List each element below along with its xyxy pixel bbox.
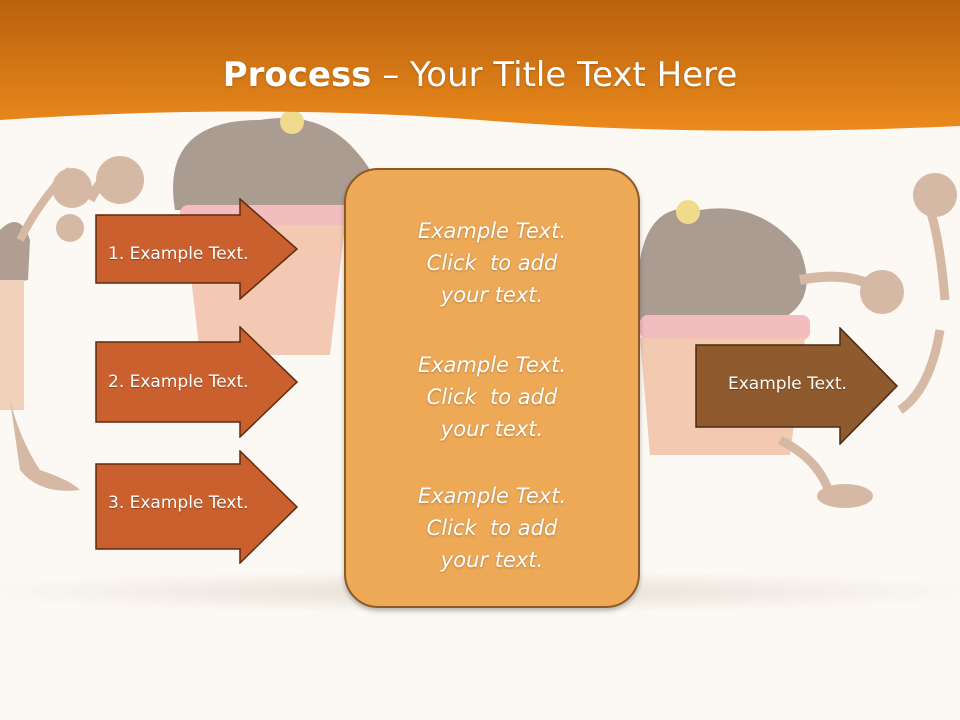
block-2-line-3: your text. [440,417,544,441]
block-2-line-1: Example Text. [417,353,567,377]
process-arrow-3-label: 3. Example Text. [108,493,249,513]
center-text-block-3: Example Text. Click to add your text. [346,480,638,576]
slide-title[interactable]: Process – Your Title Text Here [0,54,960,96]
process-arrow-3[interactable]: 3. Example Text. [95,450,299,564]
output-arrow-shape [695,327,899,445]
arrow-shape-2 [95,326,299,438]
output-arrow[interactable]: Example Text. [695,327,899,445]
center-text-block-2: Example Text. Click to add your text. [346,349,638,445]
block-1-line-1: Example Text. [417,219,567,243]
block-3-line-2: Click to add [426,516,558,540]
arrow-shape-1 [95,198,299,300]
center-text-box[interactable]: Example Text. Click to add your text. Ex… [344,168,640,608]
arrow-shape-3 [95,450,299,564]
process-arrow-1-label: 1. Example Text. [108,244,249,264]
process-arrow-2-label: 2. Example Text. [108,372,249,392]
cupcake-left [0,167,92,491]
center-text-block-1: Example Text. Click to add your text. [346,215,638,311]
process-arrow-2[interactable]: 2. Example Text. [95,326,299,438]
block-3-line-3: your text. [440,548,544,572]
block-1-line-3: your text. [440,283,544,307]
output-arrow-label: Example Text. [728,374,847,394]
block-1-line-2: Click to add [426,251,558,275]
slide-title-rest: – Your Title Text Here [371,55,738,95]
block-2-line-2: Click to add [426,385,558,409]
process-arrow-1[interactable]: 1. Example Text. [95,198,299,300]
slide-title-bold: Process [222,55,372,95]
block-3-line-1: Example Text. [417,484,567,508]
